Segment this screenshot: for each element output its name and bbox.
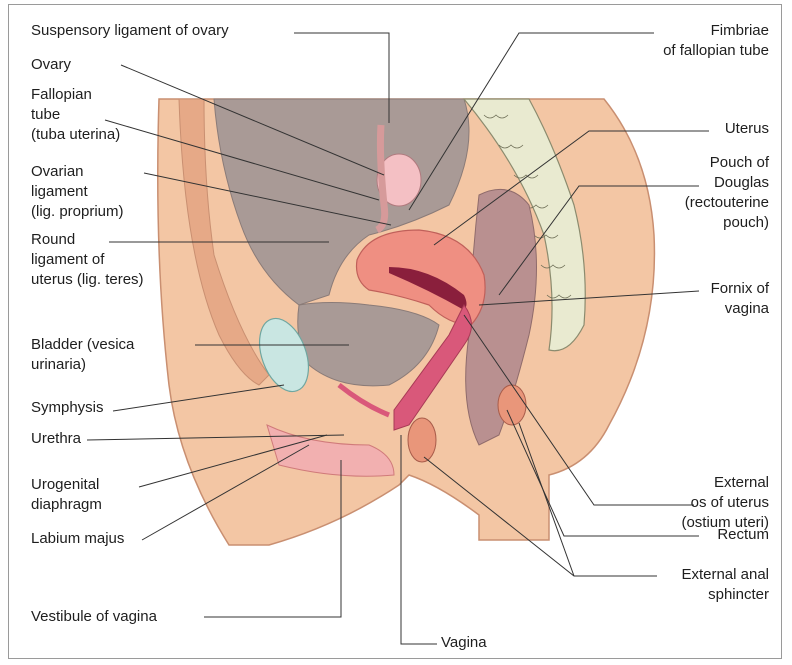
label-ovary: Ovary [31, 55, 71, 75]
label-fornix: Fornix of vagina [711, 279, 769, 319]
label-round-ligament: Round ligament of uterus (lig. teres) [31, 230, 144, 290]
label-labium-majus: Labium majus [31, 529, 124, 549]
label-vagina: Vagina [441, 633, 487, 653]
label-uterus: Uterus [725, 119, 769, 139]
label-fimbriae: Fimbriae of fallopian tube [663, 21, 769, 61]
label-urogenital-diaphragm: Urogenital diaphragm [31, 475, 102, 515]
anal-sphincter-right [498, 385, 526, 425]
label-symphysis: Symphysis [31, 398, 104, 418]
anatomy-illustration [9, 5, 783, 660]
label-urethra: Urethra [31, 429, 81, 449]
label-fallopian-tube: Fallopian tube (tuba uterina) [31, 85, 120, 145]
label-external-os: External os of uterus (ostium uteri) [681, 473, 769, 533]
label-suspensory-ligament: Suspensory ligament of ovary [31, 21, 229, 41]
label-external-anal-sphincter: External anal sphincter [681, 565, 769, 605]
label-rectum: Rectum [717, 525, 769, 545]
label-ovarian-ligament: Ovarian ligament (lig. proprium) [31, 162, 124, 222]
label-pouch-of-douglas: Pouch of Douglas (rectouterine pouch) [685, 153, 769, 233]
label-bladder: Bladder (vesica urinaria) [31, 335, 134, 375]
figure-frame: Suspensory ligament of ovary Ovary Fallo… [8, 4, 782, 659]
label-vestibule: Vestibule of vagina [31, 607, 157, 627]
anal-sphincter-shape [408, 418, 436, 462]
